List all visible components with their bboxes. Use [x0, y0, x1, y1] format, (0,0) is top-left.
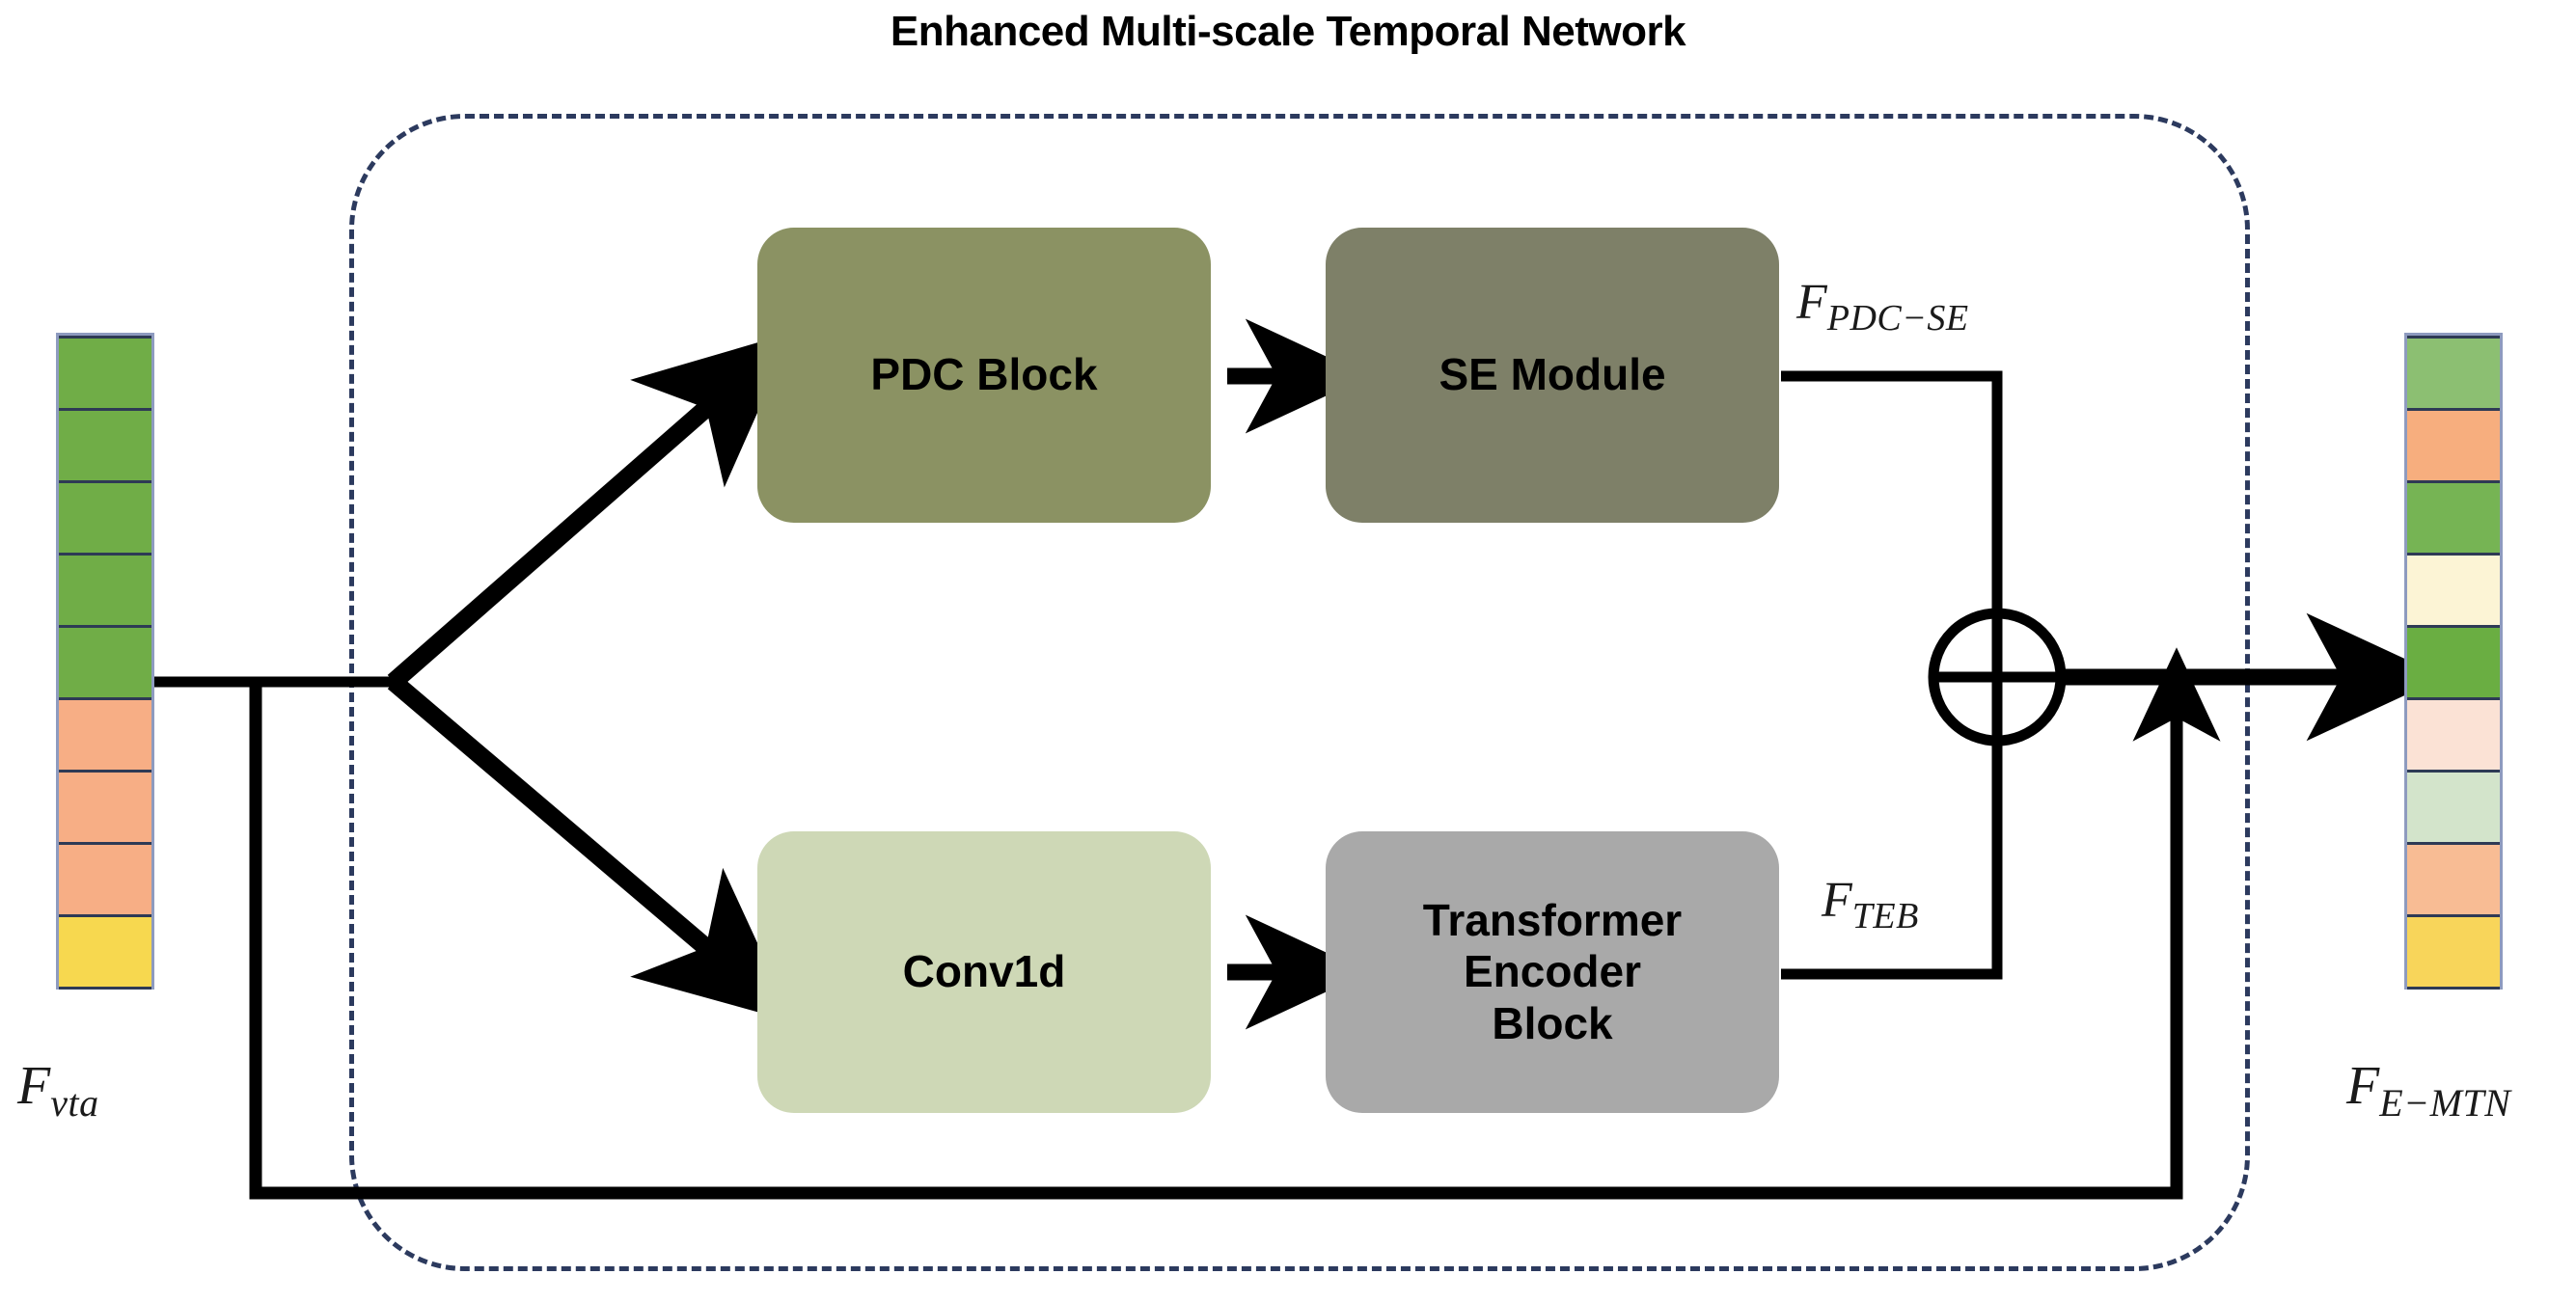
- label-subscript: TEB: [1851, 896, 1919, 936]
- input-feature-strip: [56, 333, 154, 990]
- feature-cell: [2407, 408, 2500, 483]
- feature-cell: [59, 553, 151, 628]
- feature-cell: [2407, 697, 2500, 773]
- feature-cell: [59, 770, 151, 845]
- feature-cell: [2407, 625, 2500, 700]
- pdc-block[interactable]: PDC Block: [757, 228, 1211, 523]
- label-base: F: [1796, 275, 1827, 330]
- feature-cell: [2407, 480, 2500, 556]
- pdc-block-label: PDC Block: [870, 349, 1098, 400]
- label-subscript: PDC−SE: [1826, 298, 1969, 339]
- page-title: Enhanced Multi-scale Temporal Network: [890, 8, 1686, 55]
- feature-cell: [59, 842, 151, 917]
- label-base: F: [2346, 1056, 2380, 1116]
- feature-cell: [59, 408, 151, 483]
- feature-cell: [2407, 914, 2500, 990]
- teb-line-3: Block: [1492, 997, 1613, 1048]
- feature-cell: [59, 914, 151, 990]
- teb-branch-label: FTEB: [1822, 873, 1919, 936]
- label-base: F: [17, 1056, 51, 1116]
- feature-cell: [2407, 770, 2500, 845]
- conv1d-block[interactable]: Conv1d: [757, 831, 1211, 1113]
- label-base: F: [1822, 873, 1852, 928]
- se-module-label: SE Module: [1439, 349, 1666, 400]
- output-feature-strip: [2404, 333, 2503, 990]
- se-module-block[interactable]: SE Module: [1326, 228, 1779, 523]
- teb-line-2: Encoder: [1463, 946, 1642, 997]
- teb-line-1: Transformer: [1422, 894, 1683, 945]
- feature-cell: [2407, 336, 2500, 411]
- feature-cell: [59, 625, 151, 700]
- feature-cell: [2407, 842, 2500, 917]
- feature-cell: [59, 480, 151, 556]
- pdc-se-branch-label: FPDC−SE: [1796, 275, 1969, 338]
- label-subscript: vta: [50, 1081, 99, 1125]
- conv1d-label: Conv1d: [902, 946, 1066, 997]
- input-strip-label: Fvta: [17, 1056, 99, 1123]
- feature-cell: [2407, 553, 2500, 628]
- feature-cell: [59, 697, 151, 773]
- label-subscript: E−MTN: [2379, 1081, 2511, 1125]
- feature-cell: [59, 336, 151, 411]
- output-strip-label: FE−MTN: [2346, 1056, 2510, 1123]
